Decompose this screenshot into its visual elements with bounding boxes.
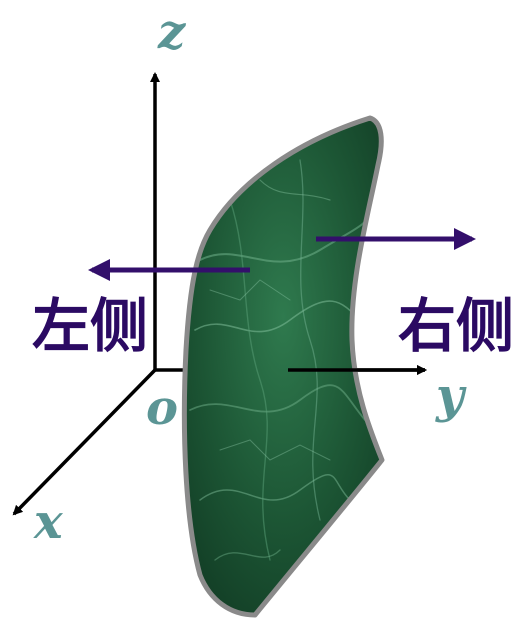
z-axis-label: z xyxy=(157,4,187,60)
x-axis-label: x xyxy=(33,494,64,550)
y-axis-label: y xyxy=(435,368,467,424)
origin-label: o xyxy=(146,380,178,436)
x-axis xyxy=(12,368,157,516)
right-side-label: 右侧 xyxy=(398,292,514,360)
curved-surface xyxy=(181,115,385,618)
left-side-label: 左侧 xyxy=(32,292,148,360)
